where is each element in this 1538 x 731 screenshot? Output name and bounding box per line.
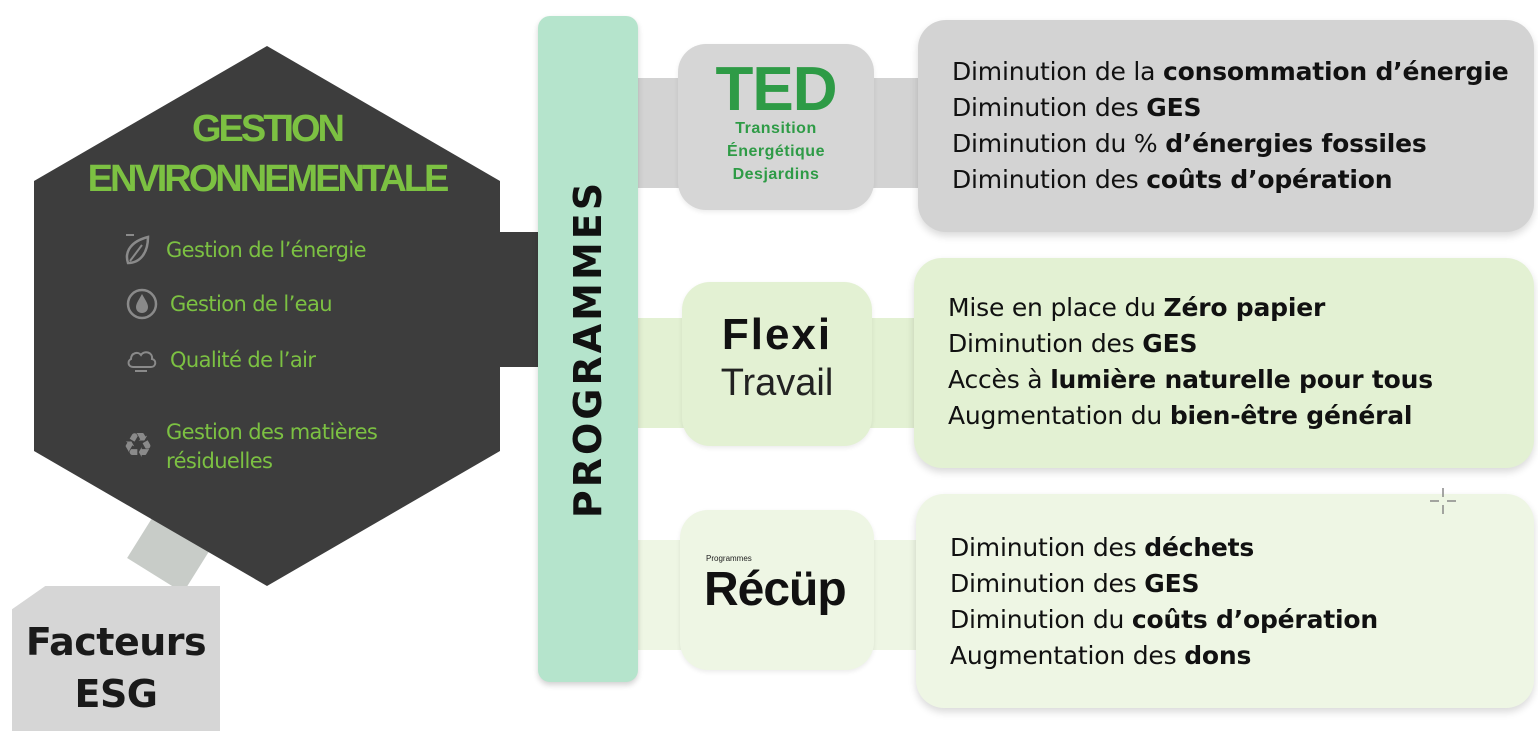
- esg-label-line1: Facteurs: [25, 620, 207, 664]
- benefit-line: Diminution des GES: [952, 93, 1202, 122]
- esg-label-line2: ESG: [74, 672, 158, 716]
- benefit-line: Diminution des GES: [950, 569, 1200, 598]
- ted-logo-sub1: Transition: [735, 120, 817, 137]
- benefit-line: Diminution de la consommation d’énergie: [952, 57, 1509, 86]
- esg-box: Facteurs ESG: [12, 586, 220, 731]
- hexagon-item-energy: Gestion de l’énergie: [120, 232, 367, 268]
- benefit-line: Augmentation du bien-être général: [948, 401, 1413, 430]
- ted-logo-title: TED: [715, 55, 838, 124]
- air-cloud-icon: [124, 342, 160, 378]
- hexagon-item-label: Gestion de l’énergie: [166, 237, 367, 262]
- hexagon-item-label-line2: résiduelles: [166, 449, 273, 473]
- benefit-line: Diminution des déchets: [950, 533, 1255, 562]
- recycle-icon: ♻: [122, 426, 154, 466]
- crosshair-cursor-icon: [1428, 486, 1458, 516]
- environmental-management-hexagon: GESTION ENVIRONNEMENTALE Gestion de l’én…: [34, 46, 500, 586]
- recup-logo-title: Récüp: [704, 563, 847, 616]
- benefit-line: Diminution des coûts d’opération: [952, 165, 1393, 194]
- programmes-label: PROGRAMMES: [566, 179, 610, 519]
- benefit-line: Diminution des GES: [948, 329, 1198, 358]
- hexagon-item-waste: ♻ Gestion des matières résiduelles: [120, 418, 378, 476]
- hexagon-item-label-line1: Gestion des matières: [166, 420, 378, 444]
- benefit-line: Diminution du % d’énergies fossiles: [952, 129, 1427, 158]
- recup-logo-tile: Programmes Récüp: [680, 510, 874, 670]
- flexi-benefits-card: Mise en place du Zéro papier Diminution …: [914, 258, 1534, 468]
- hexagon-item-label: Qualité de l’air: [170, 347, 316, 372]
- hexagon-item-water: Gestion de l’eau: [124, 286, 333, 322]
- water-drop-icon: [124, 286, 160, 322]
- ted-logo-tile: TED Transition Énergétique Desjardins: [678, 44, 874, 210]
- ted-benefits-card: Diminution de la consommation d’énergie …: [918, 20, 1534, 232]
- recup-benefits-card: Diminution des déchets Diminution des GE…: [916, 494, 1534, 708]
- benefit-line: Mise en place du Zéro papier: [948, 293, 1326, 322]
- flexi-logo-tile: Flexi Travail: [682, 282, 872, 446]
- hexagon-item-label: Gestion de l’eau: [170, 291, 333, 316]
- flexi-logo-sub: Travail: [720, 362, 834, 404]
- benefit-line: Accès à lumière naturelle pour tous: [948, 365, 1433, 394]
- energy-leaf-icon: [120, 232, 156, 268]
- hexagon-item-air: Qualité de l’air: [124, 342, 316, 378]
- ted-logo-sub2: Énergétique: [727, 143, 825, 160]
- ted-logo-sub3: Desjardins: [732, 166, 820, 183]
- programmes-bar: PROGRAMMES: [538, 16, 638, 682]
- hexagon-title-line2: ENVIRONNEMENTALE: [87, 158, 450, 200]
- hexagon-title-line1: GESTION: [191, 108, 345, 150]
- benefit-line: Augmentation des dons: [950, 641, 1252, 670]
- flexi-logo-title: Flexi: [721, 310, 833, 359]
- recup-logo-small: Programmes: [706, 554, 752, 563]
- benefit-line: Diminution du coûts d’opération: [950, 605, 1378, 634]
